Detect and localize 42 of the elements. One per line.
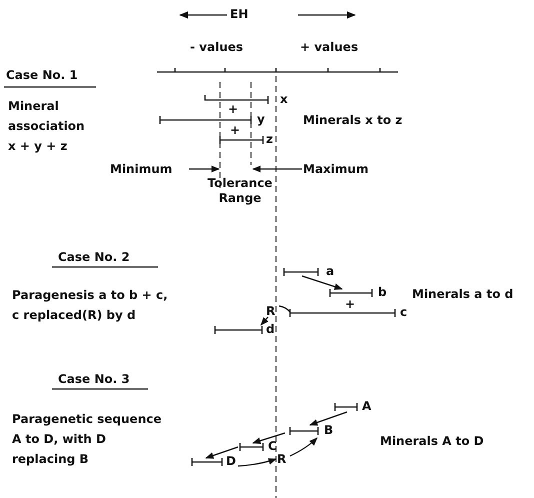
- case-description: Paragenetic sequence A to D, with D replacing B: [12, 411, 162, 468]
- arrow: [302, 275, 343, 290]
- mineral-label: b: [378, 285, 387, 300]
- case-heading: Case No. 3: [58, 372, 130, 387]
- group-label: Minerals a to d: [412, 287, 514, 302]
- group-label: Minerals x to z: [303, 113, 402, 128]
- mineral-label: a: [326, 264, 334, 279]
- leader-arrow: [189, 166, 220, 172]
- replacement-label: R: [266, 304, 276, 318]
- group-label: Minerals A to D: [380, 434, 484, 449]
- case-heading: Case No. 1: [6, 68, 78, 83]
- case-description: Mineral association x + y + z: [8, 98, 86, 155]
- plus-sign: +: [228, 102, 238, 117]
- arrow: [309, 411, 348, 426]
- axis-label: - values: [190, 40, 244, 55]
- plus-sign: +: [345, 297, 356, 312]
- range-label: Tolerance Range: [206, 176, 274, 206]
- case-description: Paragenesis a to b + c, c replaced(R) by d: [12, 287, 169, 324]
- mineral-label: A: [362, 399, 372, 414]
- mineral-label: C: [268, 439, 277, 454]
- arrow: [238, 458, 277, 467]
- connector-line: [278, 305, 290, 312]
- axis-label: + values: [300, 40, 358, 55]
- arrow: [290, 437, 318, 457]
- axis-title: EH: [230, 7, 248, 22]
- mineral-label: z: [266, 132, 273, 147]
- limit-label: Maximum: [303, 162, 368, 176]
- mineral-label: B: [324, 423, 334, 438]
- arrow: [252, 432, 286, 444]
- mineral-label: c: [400, 305, 408, 320]
- mineral-label: y: [257, 112, 265, 127]
- mineral-label: x: [280, 92, 288, 107]
- mineral-label: D: [226, 454, 236, 469]
- arrow: [260, 316, 268, 326]
- case-heading: Case No. 2: [58, 250, 130, 265]
- limit-label: Minimum: [110, 162, 172, 176]
- arrow: [205, 446, 238, 459]
- plus-sign: +: [230, 123, 240, 138]
- dashed-limit-line: [249, 82, 253, 165]
- mineral-label: d: [266, 322, 275, 337]
- leader-arrow: [252, 166, 302, 172]
- replacement-label: R: [277, 452, 286, 466]
